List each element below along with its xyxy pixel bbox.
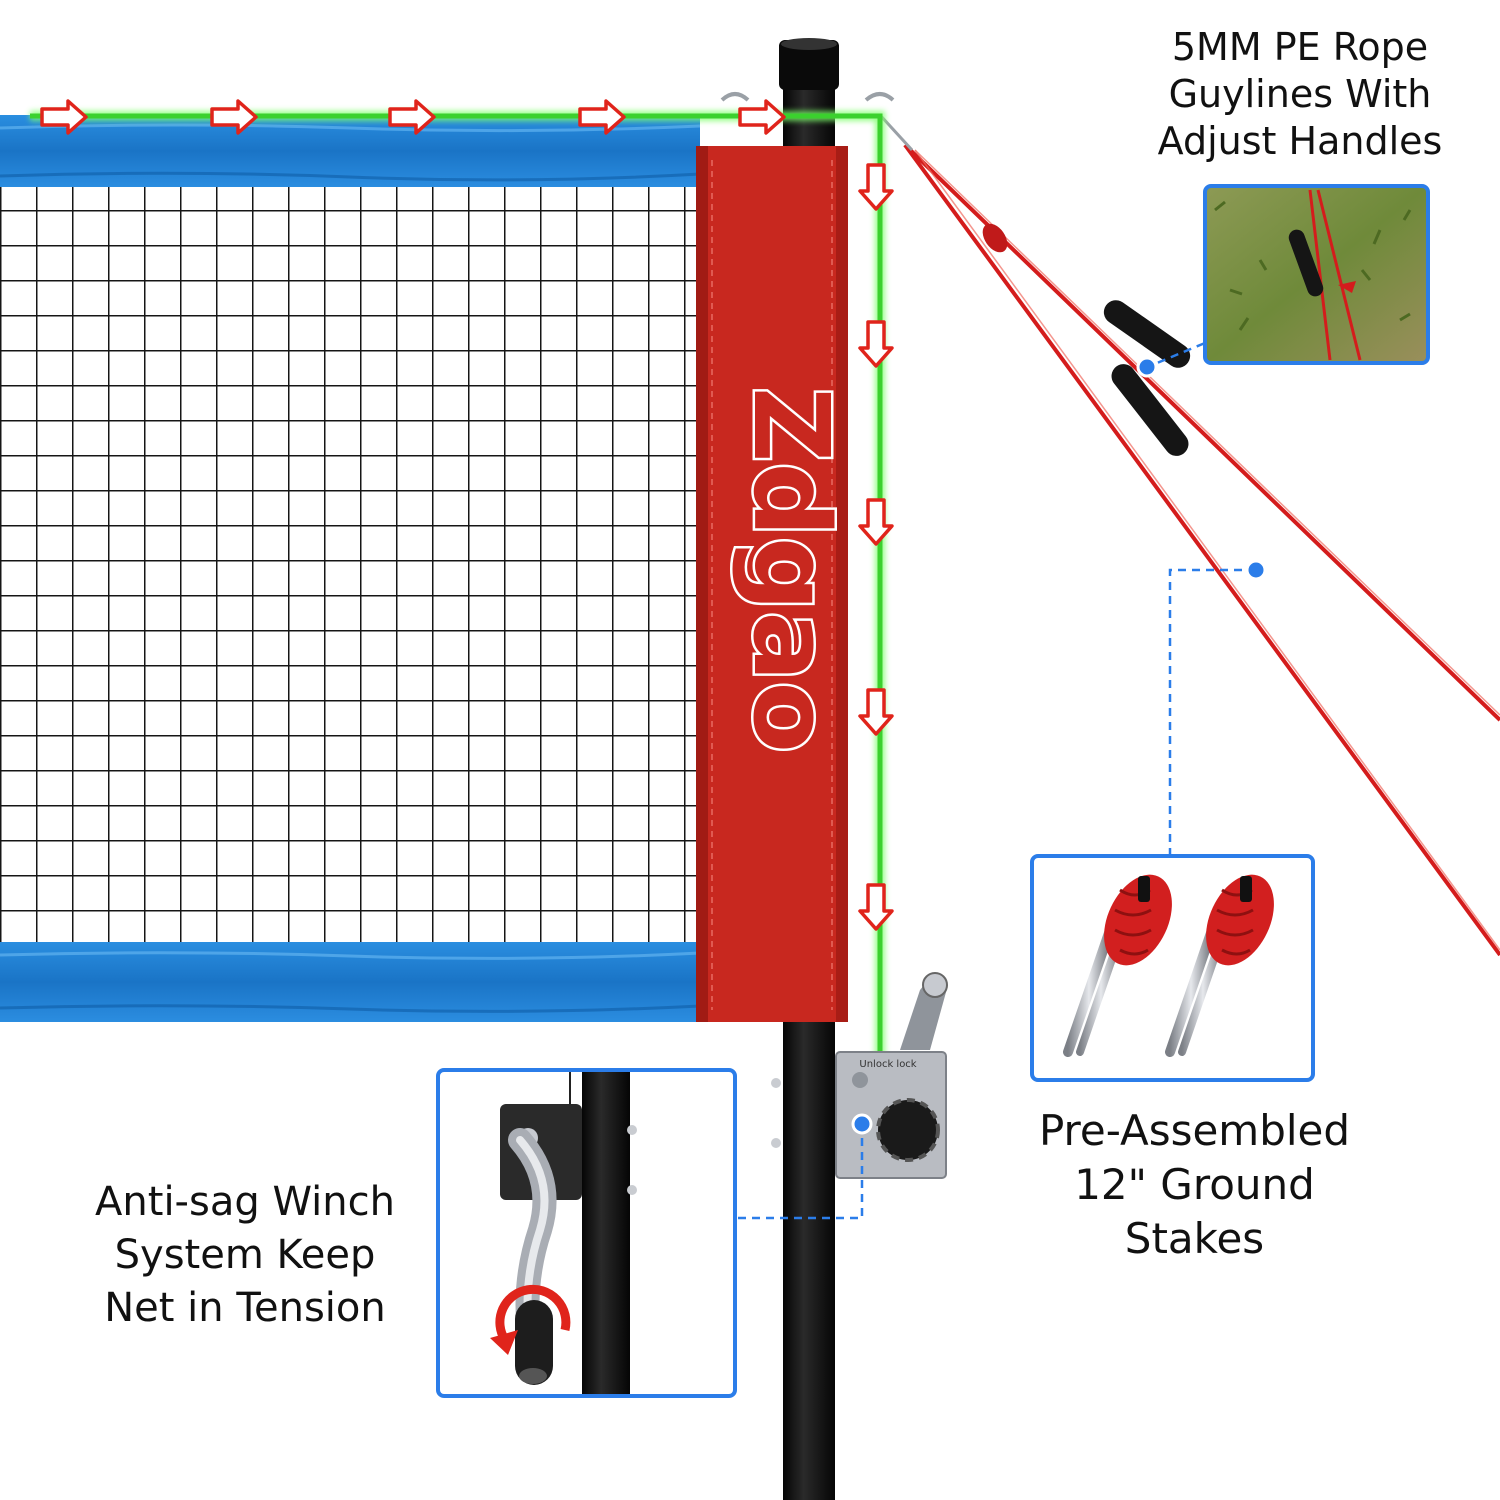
tension-arrow-icon — [858, 498, 894, 546]
inset-guyline-photo — [1203, 184, 1430, 365]
tension-arrow-icon — [858, 883, 894, 931]
inset-winch-photo — [436, 1068, 737, 1398]
net-mesh — [0, 185, 700, 945]
callout-guylines-line-1: 5MM PE Rope — [1171, 25, 1429, 69]
tension-arrows-horizontal — [40, 99, 786, 135]
callout-stakes-line-1: Pre-Assembled — [1038, 1106, 1351, 1155]
tension-line — [30, 92, 895, 1060]
callout-winch-line-1: Anti-sag Winch — [95, 1179, 395, 1225]
tension-arrow-icon — [858, 320, 894, 368]
brand-logo: Zdgao — [730, 387, 852, 753]
net-top-tape — [0, 115, 701, 187]
tension-arrow-icon — [40, 99, 88, 135]
callout-winch-line-3: Net in Tension — [104, 1285, 386, 1331]
net-bottom-tape — [0, 942, 701, 1022]
tension-arrow-icon — [578, 99, 626, 135]
callout-stakes: Pre-Assembled 12" Ground Stakes — [1022, 1104, 1367, 1266]
callout-guylines-line-2: Guylines With — [1168, 72, 1432, 116]
pointer-dot-icon — [1245, 559, 1267, 581]
tension-arrow-icon — [858, 688, 894, 736]
callout-guylines: 5MM PE Rope Guylines With Adjust Handles — [1150, 24, 1450, 165]
tension-arrow-icon — [858, 163, 894, 211]
pointer-dots — [851, 356, 1267, 1135]
rotate-arrow-icon — [495, 1284, 571, 1343]
pointer-dot-icon — [851, 1113, 873, 1135]
tension-arrows-vertical — [858, 163, 894, 931]
winch-assembly: Unlock lock — [835, 972, 948, 1179]
callout-connectors — [738, 341, 1256, 1220]
callout-stakes-line-2: 12" Ground — [1074, 1160, 1315, 1209]
pointer-dot-icon — [1136, 356, 1158, 378]
tension-arrow-icon — [738, 99, 786, 135]
inset-stakes-photo — [1030, 854, 1315, 1082]
callout-guylines-line-3: Adjust Handles — [1157, 119, 1443, 163]
tension-arrow-icon — [388, 99, 436, 135]
callout-stakes-line-3: Stakes — [1124, 1214, 1265, 1263]
winch-plate-label: Unlock lock — [859, 1059, 916, 1070]
pole-sleeve: Zdgao — [696, 146, 855, 1022]
callout-winch-line-2: System Keep — [114, 1232, 376, 1278]
guylines — [878, 113, 1500, 957]
tension-arrow-icon — [210, 99, 258, 135]
callout-winch: Anti-sag Winch System Keep Net in Tensio… — [40, 1176, 450, 1335]
